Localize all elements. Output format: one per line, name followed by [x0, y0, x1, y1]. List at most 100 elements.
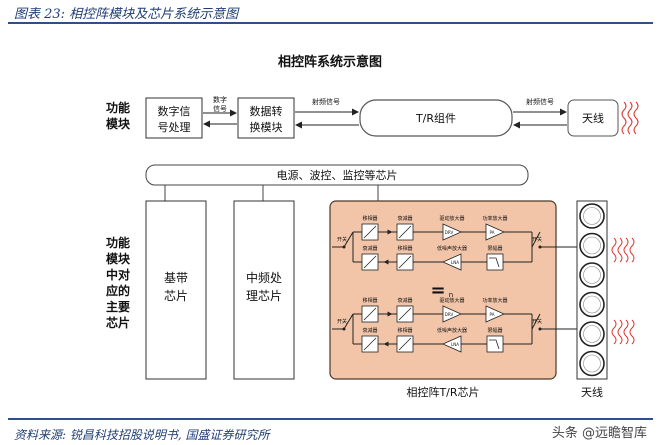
footer-rule	[8, 418, 653, 420]
diagram-title: 相控阵系统示意图	[278, 54, 382, 70]
ch1-tx-amp-text-2: DRV	[445, 230, 454, 235]
header-rule	[8, 22, 653, 24]
ch2-left-switch-label: 开关	[337, 318, 347, 325]
top-antenna-label: 天线	[582, 111, 604, 125]
power-control-label: 电源、波控、监控等芯片	[277, 168, 398, 182]
ch1-rx-limiter-glyph	[489, 257, 500, 268]
rf-signal-label-2: 射频信号	[526, 97, 554, 106]
dconv-label-line1: 数据转	[250, 104, 283, 118]
ch2-tx-amp-text-2: DRV	[445, 312, 454, 317]
ch1-left-switch-label: 开关	[337, 236, 347, 243]
power-control-bar	[145, 164, 529, 186]
ch2-rx-label-3: 限幅器	[487, 327, 502, 334]
ch1-tx-label-1: 衰减器	[397, 215, 412, 222]
antenna-element-inner-2	[583, 236, 601, 255]
channel-count-n: n	[449, 291, 453, 299]
ch2-rx-block-glyph-1	[398, 337, 412, 351]
ch2-rx-limiter-glyph	[489, 339, 500, 350]
ch1-rx-label-1: 移相器	[397, 245, 412, 252]
ch1-left-switch-node	[342, 245, 346, 249]
ch1-rx-lna-text: LNA	[451, 260, 459, 265]
channel-equals-sign: =	[430, 280, 445, 301]
tr-component-label: T/R组件	[415, 111, 456, 125]
ch1-rx-label-0: 衰减器	[362, 245, 377, 252]
ch1-tx-amp-text-3: PA	[490, 230, 495, 235]
ch2-left-switch	[343, 313, 354, 330]
bottom-radio-wave-1	[611, 237, 635, 263]
baseband-chip	[145, 200, 207, 380]
top-module-label-line2: 模块	[106, 116, 131, 131]
antenna-element-inner-5	[583, 325, 601, 343]
ch2-tx-label-1: 衰减器	[397, 297, 412, 304]
ch2-tx-amplifier-3	[485, 305, 505, 323]
if-chip-label-line2: 理芯片	[246, 289, 282, 303]
ch2-rx-limiter	[486, 335, 504, 353]
ch1-tx-label-0: 移相器	[362, 215, 377, 222]
ch1-rx-limiter	[486, 253, 504, 271]
ch2-rx-label-2: 低噪声放大器	[437, 327, 467, 334]
digital-signal-label-line1: 数字	[213, 95, 227, 104]
ch2-tx-block-glyph-1	[398, 307, 412, 321]
ch2-tx-amp-text-3: PA	[490, 312, 495, 317]
ch2-rx-block-glyph-0	[363, 337, 377, 351]
ch1-left-switch	[343, 231, 354, 248]
antenna-element-inner-4	[583, 295, 601, 314]
figure-header: 图表 23: 相控阵模块及芯片系统示意图	[0, 0, 659, 24]
bottom-module-label-line2: 模块	[106, 251, 131, 266]
ch2-tx-block-glyph-0	[363, 307, 377, 321]
dsp-label-line1: 数字信	[158, 104, 191, 118]
baseband-label-line2: 芯片	[164, 289, 188, 303]
ch2-right-switch	[531, 313, 541, 330]
top-module-label-line1: 功能	[106, 100, 130, 115]
ch1-right-switch	[531, 231, 541, 248]
ch2-rx-lna-text: LNA	[451, 342, 459, 347]
ch1-rx-block-glyph-0	[363, 255, 377, 269]
ch1-rx-label-2: 低噪声放大器	[437, 245, 467, 252]
figure-footer: 资料来源: 锐昌科技招股说明书, 国盛证券研究所 头条 @远瞻智库	[0, 412, 659, 445]
figure-caption: 图表 23: 相控阵模块及芯片系统示意图	[14, 7, 239, 22]
bottom-module-label-line4: 应的	[106, 283, 130, 298]
top-radio-wave	[621, 101, 639, 135]
antenna-element-inner-3	[583, 266, 601, 284]
ch2-tx-label-3: 功率放大器	[482, 297, 507, 304]
rf-signal-label-1: 射频信号	[312, 97, 340, 106]
tr-chip-label: 相控阵T/R芯片	[406, 385, 479, 399]
tr-component-pill	[359, 99, 513, 137]
if-chip-label-line1: 中频处	[246, 270, 282, 285]
ch1-tx-amplifier-2	[442, 223, 462, 241]
antenna-elements	[579, 203, 605, 377]
tr-channel-bottom: 开关开关移相器衰减器驱动放大器DRV功率放大器PA衰减器移相器低噪声放大器LNA…	[332, 297, 577, 353]
bottom-module-label-line3: 中对	[106, 267, 130, 282]
tr-chip-container	[329, 200, 557, 380]
bottom-module-label-line5: 主要	[106, 299, 130, 314]
ch1-rx-label-3: 限幅器	[487, 245, 502, 252]
ch1-tx-label-2: 驱动放大器	[439, 215, 464, 222]
ch2-tx-label-2: 驱动放大器	[439, 297, 464, 304]
dsp-box	[145, 97, 203, 139]
ch2-right-switch-label: 开关	[532, 318, 542, 325]
top-antenna-box	[567, 99, 619, 137]
antenna-array-frame	[576, 200, 608, 380]
ch2-rx-lna	[442, 335, 462, 353]
ch1-tx-label-3: 功率放大器	[482, 215, 507, 222]
ch1-right-switch-label: 开关	[532, 236, 542, 243]
source-note: 资料来源: 锐昌科技招股说明书, 国盛证券研究所	[14, 428, 270, 442]
antenna-element-inner-6	[583, 354, 601, 373]
dconv-label-line2: 换模块	[250, 120, 283, 134]
tr-channel-top: 开关开关移相器衰减器驱动放大器DRV功率放大器PA衰减器移相器低噪声放大器LNA…	[332, 215, 577, 271]
ch1-rx-lna	[442, 253, 462, 271]
antenna-element-inner-1	[583, 207, 601, 225]
bottom-module-label-line1: 功能	[106, 235, 130, 250]
ch1-rx-block-glyph-1	[398, 255, 412, 269]
ch2-rx-label-0: 衰减器	[362, 327, 377, 334]
ch1-tx-block-glyph-0	[363, 225, 377, 239]
ch2-rx-label-1: 移相器	[397, 327, 412, 334]
baseband-label-line1: 基带	[164, 271, 188, 285]
bottom-radio-wave-2	[611, 319, 635, 345]
ch2-left-switch-node	[342, 327, 346, 331]
ch2-tx-amplifier-2	[442, 305, 462, 323]
ch2-tx-label-0: 移相器	[362, 297, 377, 304]
dsp-label-line2: 号处理	[158, 121, 191, 134]
bottom-antenna-label: 天线	[581, 385, 603, 399]
